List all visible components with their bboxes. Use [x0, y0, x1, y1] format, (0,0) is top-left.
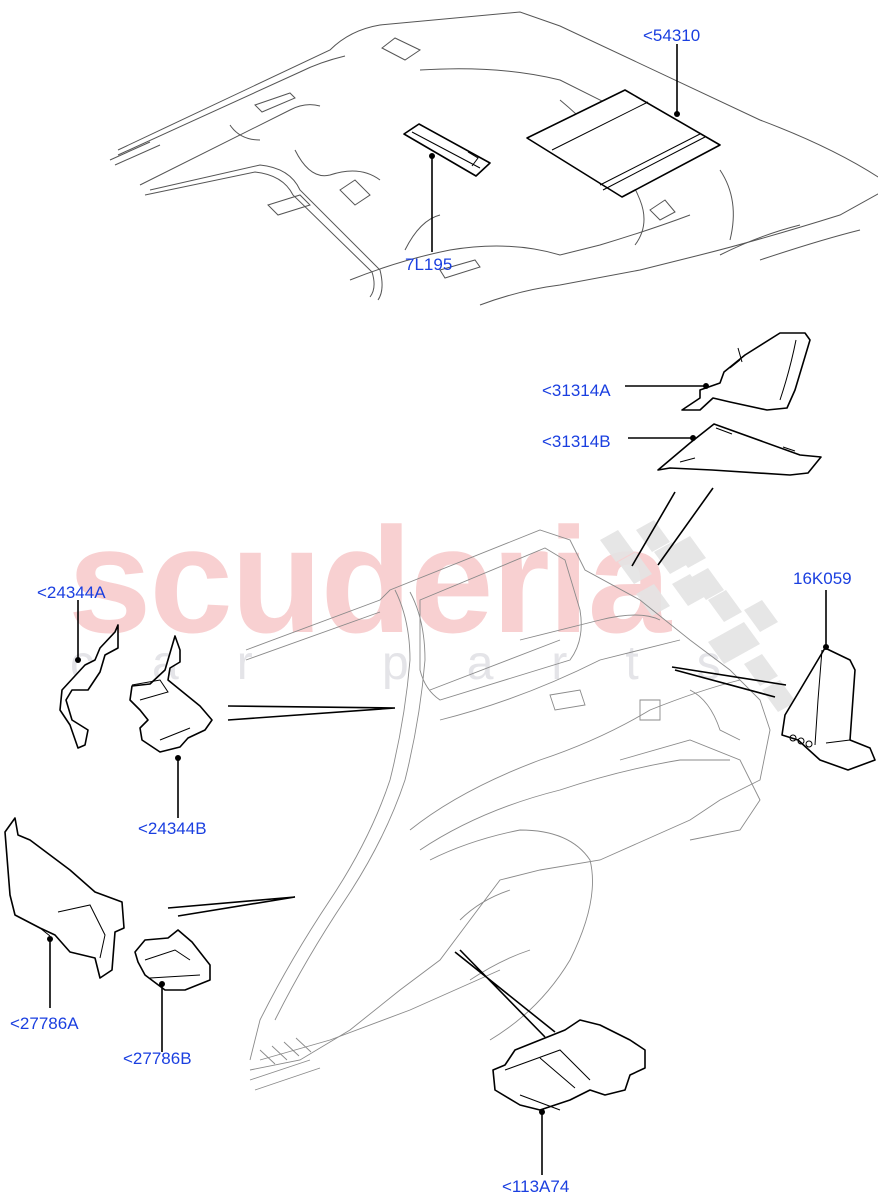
part-54310-insulator[interactable]: [526, 44, 721, 198]
leader-27786: [167, 896, 296, 917]
part-113A74-floor-insulator[interactable]: [492, 1019, 646, 1175]
part-27786A-insulator[interactable]: [4, 817, 125, 1008]
part-27786B-insulator[interactable]: [134, 929, 211, 1052]
body-side-structure: [245, 529, 771, 1091]
leader-31314: [631, 487, 714, 567]
part-24344A-insulator[interactable]: [59, 600, 119, 749]
headliner-drawing: [109, 11, 878, 306]
callout-16K059[interactable]: 16K059: [793, 569, 852, 588]
callout-31314B[interactable]: <31314B: [542, 432, 611, 451]
part-31314A-insulator[interactable]: [625, 332, 811, 411]
watermark-scuderia: scuderia: [68, 496, 671, 664]
leader-24344: [227, 705, 396, 721]
callout-24344A[interactable]: <24344A: [37, 583, 106, 602]
part-31314B-insulator[interactable]: [628, 423, 822, 476]
part-16K059-pad[interactable]: [781, 590, 876, 771]
leader-113A74: [454, 949, 556, 1038]
callout-7L195[interactable]: 7L195: [405, 255, 453, 274]
part-7L195-bracket[interactable]: [403, 123, 491, 252]
callout-27786B[interactable]: <27786B: [123, 1049, 192, 1068]
callout-54310[interactable]: <54310: [643, 26, 701, 45]
callout-113A74[interactable]: <113A74: [502, 1177, 570, 1196]
callout-24344B[interactable]: <24344B: [138, 819, 207, 838]
leader-16K059: [671, 666, 787, 698]
callout-31314A[interactable]: <31314A: [542, 381, 611, 400]
callout-27786A[interactable]: <27786A: [10, 1014, 79, 1033]
checkered-flag-watermark: [600, 520, 796, 712]
part-24344B-insulator[interactable]: [129, 635, 213, 818]
